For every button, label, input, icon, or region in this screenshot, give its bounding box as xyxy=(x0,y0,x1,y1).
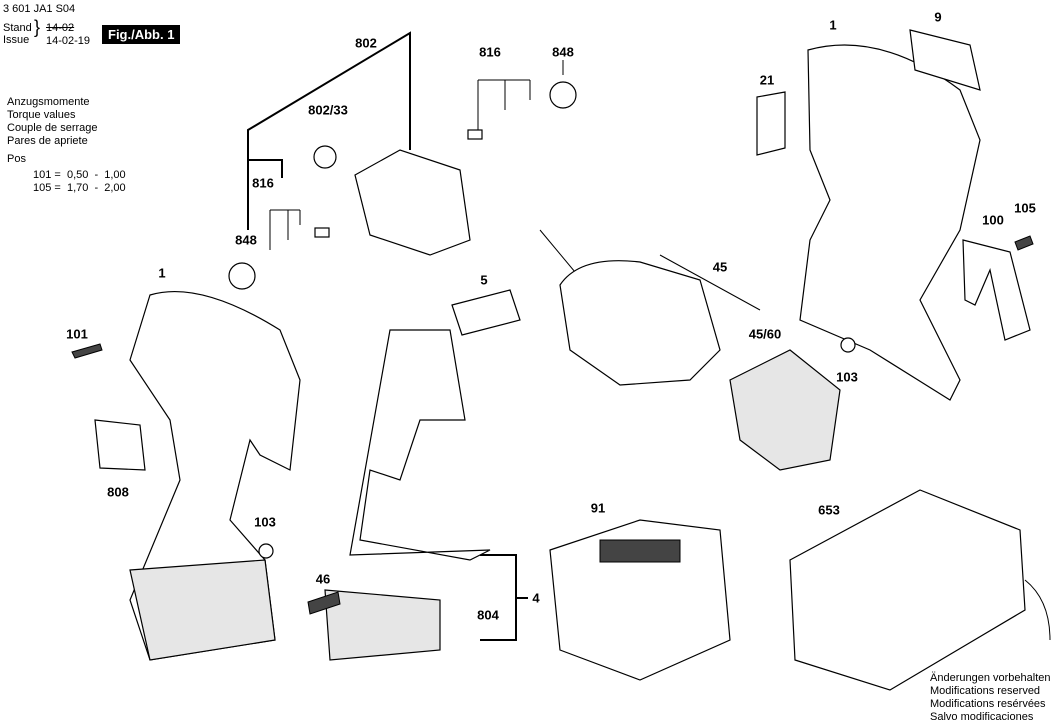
charger-653 xyxy=(789,489,1026,691)
leader-816-left xyxy=(248,159,283,178)
callout-103: 103 xyxy=(254,514,276,530)
footer-es: Salvo modificaciones xyxy=(930,711,1034,723)
callout-91: 91 xyxy=(590,500,606,516)
stand-label: Stand xyxy=(3,22,32,34)
motor-802 xyxy=(354,149,471,256)
label-808 xyxy=(94,419,146,471)
footer-de: Änderungen vorbehalten xyxy=(930,672,1051,684)
callout-45-60: 45/60 xyxy=(748,326,782,342)
callout-802-33: 802/33 xyxy=(308,102,348,118)
callout-1: 1 xyxy=(158,265,166,281)
callout-808: 808 xyxy=(107,484,129,500)
leader-816-top xyxy=(477,79,531,130)
callout-105: 105 xyxy=(1014,200,1036,216)
nut-103-left xyxy=(258,543,274,559)
callout-4: 4 xyxy=(532,590,540,606)
figure-badge: Fig./Abb. 1 xyxy=(102,25,181,44)
callout-1: 1 xyxy=(829,17,837,33)
callout-848: 848 xyxy=(235,232,257,248)
callout-802: 802 xyxy=(355,35,377,51)
leader-816-left-branches xyxy=(269,209,301,250)
callout-21: 21 xyxy=(759,72,775,88)
callout-100: 100 xyxy=(982,212,1004,228)
callout-5: 5 xyxy=(480,272,488,288)
callout-9: 9 xyxy=(934,9,942,25)
belt-clip-100 xyxy=(962,239,1031,341)
torque-title-en: Torque values xyxy=(7,109,76,121)
board-804 xyxy=(324,589,441,661)
bearing-848-left xyxy=(228,262,256,290)
housing-base xyxy=(129,559,276,661)
issue-date: 14-02-19 xyxy=(46,35,91,47)
switch-module xyxy=(349,329,491,561)
brace: } xyxy=(34,17,41,37)
ring-802-33 xyxy=(313,145,337,169)
bearing-848-top xyxy=(549,81,577,109)
torque-value-101: 101 = 0,50 - 1,00 xyxy=(33,169,126,181)
label-21 xyxy=(756,91,786,156)
footer-en: Modifications reserved xyxy=(930,685,1041,697)
housing-right xyxy=(799,44,981,401)
callout-653: 653 xyxy=(818,502,840,518)
torque-title-de: Anzugsmomente xyxy=(7,96,90,108)
brush-816-left xyxy=(314,227,330,238)
torque-title-es: Pares de apriete xyxy=(7,135,88,147)
cover-45-60 xyxy=(729,349,841,471)
battery-91 xyxy=(549,519,731,681)
gear-housing-45 xyxy=(559,260,721,386)
callout-45: 45 xyxy=(712,259,728,275)
plate-5 xyxy=(451,289,521,336)
callout-816: 816 xyxy=(479,44,501,60)
torque-title-fr: Couple de serrage xyxy=(7,122,98,134)
screw-105 xyxy=(1014,235,1034,251)
leader-802 xyxy=(247,31,411,230)
issue-label: Issue xyxy=(3,34,30,46)
callout-103: 103 xyxy=(836,369,858,385)
callout-848: 848 xyxy=(552,44,574,60)
old-date: 14-02 xyxy=(46,22,75,34)
callout-816: 816 xyxy=(252,175,274,191)
doc-number: 3 601 JA1 S04 xyxy=(3,3,76,15)
footer-fr: Modifications resérvées xyxy=(930,698,1046,710)
label-9 xyxy=(909,29,981,91)
leader-4-804 xyxy=(480,554,528,641)
battery-terminal xyxy=(599,539,681,563)
torque-value-105: 105 = 1,70 - 2,00 xyxy=(33,182,126,194)
screw-101 xyxy=(71,343,103,359)
spring-46 xyxy=(307,591,341,615)
callout-46: 46 xyxy=(315,571,331,587)
callout-101: 101 xyxy=(66,326,88,342)
pos-label: Pos xyxy=(7,153,26,165)
callout-804: 804 xyxy=(477,607,499,623)
charger-cable xyxy=(1024,579,1051,641)
nut-103-right xyxy=(840,337,856,353)
brush-816-top xyxy=(467,129,483,140)
